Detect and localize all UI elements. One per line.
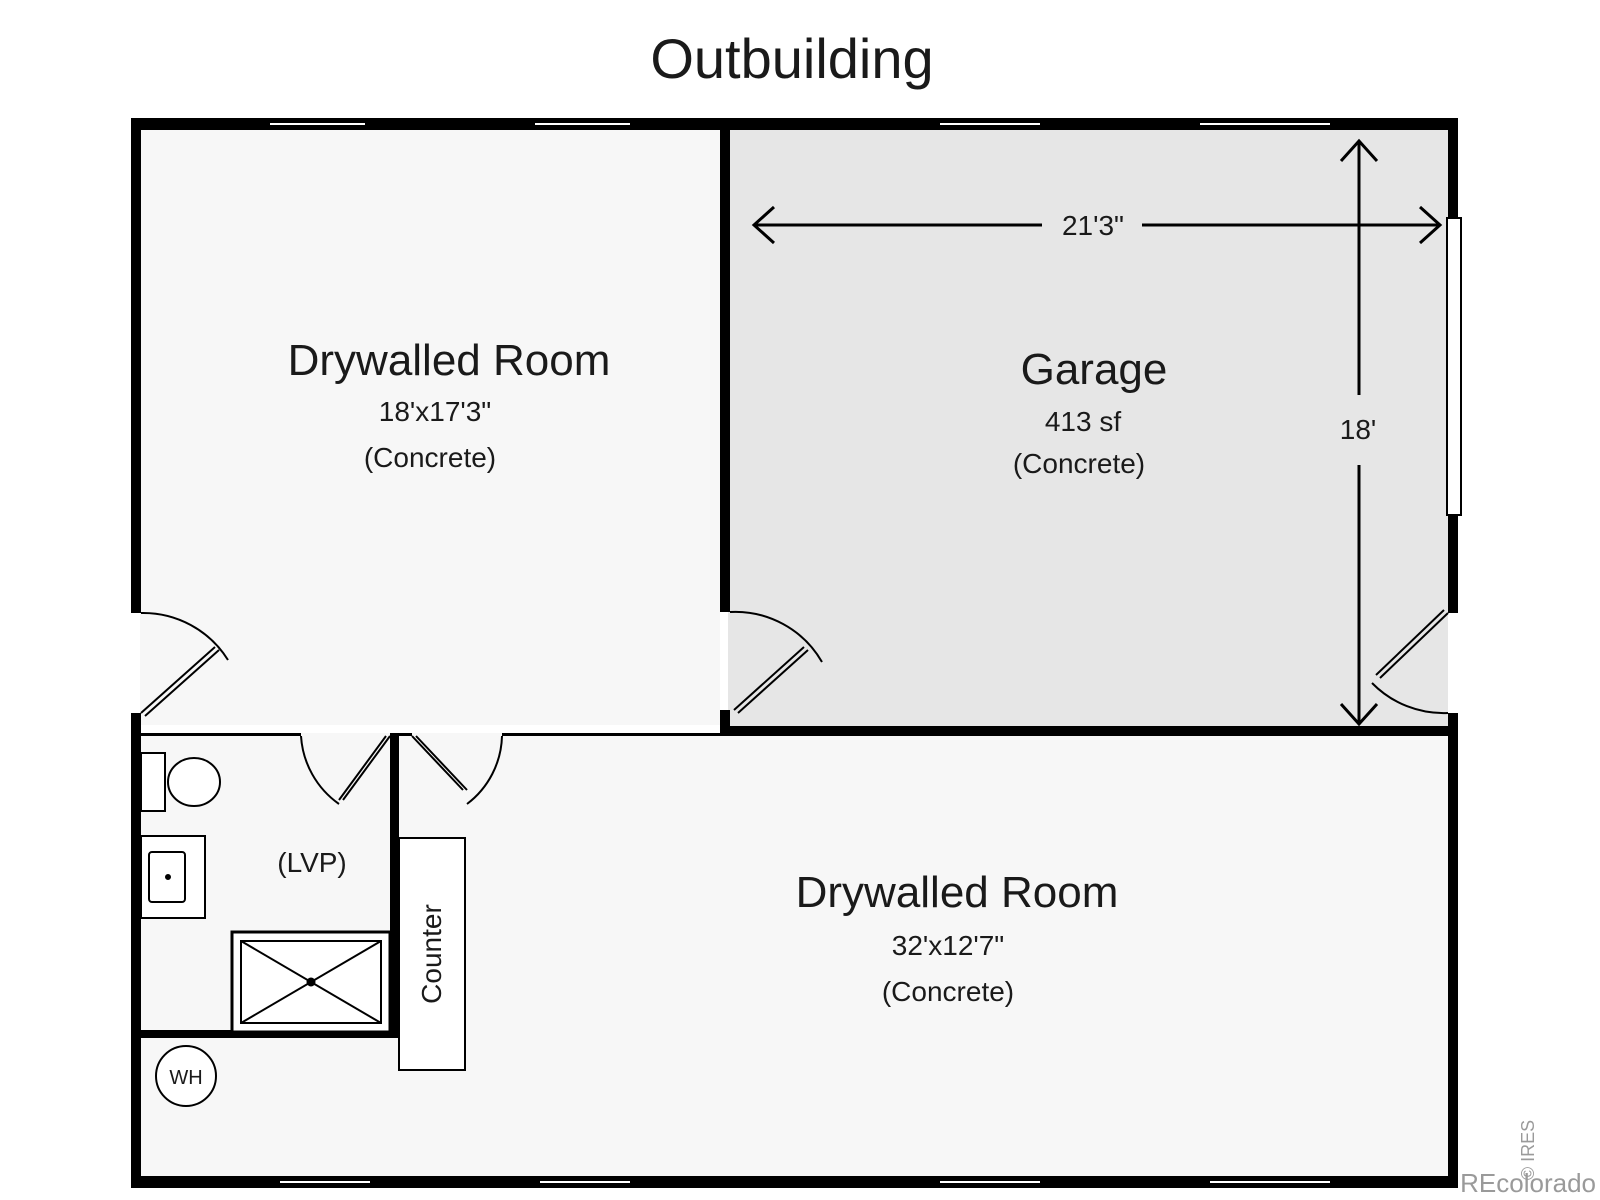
- garage-width-arrow: [751, 205, 1443, 245]
- watermark-vertical: © IRES: [1518, 1120, 1538, 1180]
- shower-icon: [230, 930, 392, 1034]
- sink-icon: [140, 835, 206, 919]
- wall-right-mid: [1448, 515, 1458, 613]
- room-lower-floor-type: (Concrete): [882, 976, 1014, 1007]
- room-upper-left-name: Drywalled Room: [288, 336, 611, 385]
- garage-door: [1446, 217, 1462, 516]
- room-lower-name: Drywalled Room: [796, 868, 1119, 917]
- wall-right-top: [1448, 118, 1458, 218]
- garage-floor-type: (Concrete): [1013, 448, 1145, 479]
- wall-lower-top: [502, 733, 722, 736]
- garage-depth-arrow: [1339, 138, 1379, 727]
- door-bath: [300, 735, 391, 805]
- garage-area: 413 sf: [1045, 406, 1121, 437]
- window-marks: [270, 123, 1330, 1183]
- garage-floor: [728, 130, 1448, 727]
- door-left-exterior: [140, 611, 229, 717]
- garage-width-label: 21'3": [1062, 210, 1124, 241]
- toilet-icon: [140, 752, 221, 812]
- counter-label: Counter: [416, 904, 447, 1004]
- wall-bath-top-b: [392, 733, 412, 736]
- bath-floor-type: (LVP): [277, 847, 347, 878]
- wall-left-upper: [131, 118, 141, 613]
- door-garage-exterior: [1371, 609, 1449, 715]
- wall-top: [131, 118, 1458, 130]
- wall-bath-right: [390, 733, 399, 1038]
- garage-depth-label: 18': [1340, 414, 1377, 445]
- wall-bottom: [131, 1176, 1458, 1188]
- page-title: Outbuilding: [650, 27, 933, 90]
- wall-bath-top-a: [141, 733, 301, 736]
- door-garage-interior: [729, 610, 823, 714]
- counter: [398, 837, 466, 1071]
- watermark-brand: REcolorado: [1460, 1168, 1596, 1198]
- garage-name: Garage: [1021, 345, 1168, 394]
- wall-bath-bottom: [141, 1030, 399, 1038]
- wall-left-lower: [131, 713, 141, 1188]
- room-upper-left-size: 18'x17'3": [379, 396, 492, 427]
- water-heater-icon: [155, 1045, 217, 1107]
- door-lower-room: [411, 735, 503, 805]
- water-heater-label: WH: [169, 1067, 202, 1089]
- wall-right-lower: [1448, 713, 1458, 1188]
- room-upper-left-floor: [140, 130, 720, 725]
- wall-garage-left-lower: [720, 710, 730, 732]
- room-lower-size: 32'x12'7": [892, 930, 1005, 961]
- wall-garage-left-upper: [720, 130, 730, 612]
- room-upper-left-floor-type: (Concrete): [364, 442, 496, 473]
- wall-garage-bottom: [720, 726, 1448, 736]
